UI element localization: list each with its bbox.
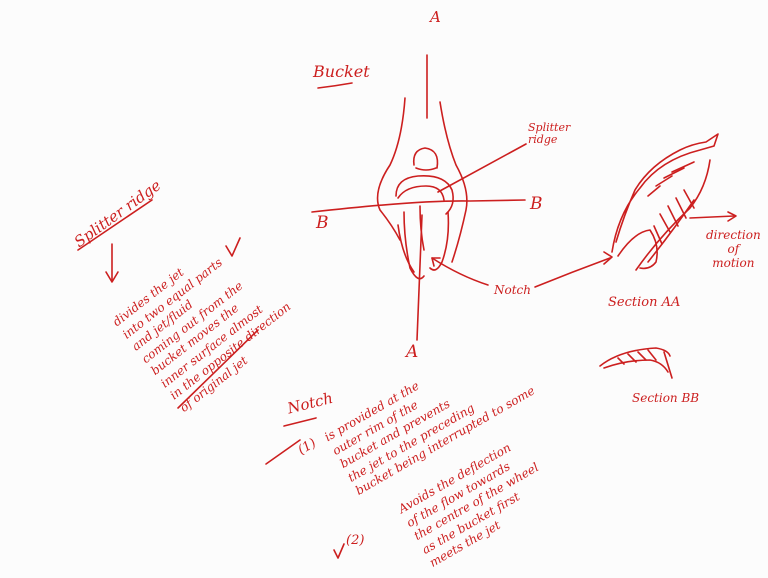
notch-note-item2-marker: (2) [346, 534, 364, 547]
notch-to-section-arrow [535, 258, 610, 287]
section-bb-label: Section BB [632, 392, 699, 404]
splitter-ridge-pointer-line-2: ridge [528, 134, 570, 146]
notch-underline [284, 418, 316, 426]
direction-label-line-2: of [706, 242, 761, 256]
direction-label-line-3: motion [706, 256, 761, 270]
bucket-drawing [378, 98, 467, 279]
heading-bucket: Bucket [313, 64, 370, 80]
axis-a-bottom-label: A [406, 344, 418, 361]
checkmark-icon-2 [334, 544, 344, 558]
heading-underline [318, 83, 352, 88]
axis-b-left-label: B [316, 215, 329, 232]
notch-long-line [266, 440, 300, 464]
axis-b-line [312, 200, 525, 212]
section-aa-label: Section AA [608, 296, 680, 309]
direction-of-motion-label: direction of motion [706, 228, 761, 270]
axis-a-top-label: A [430, 10, 441, 25]
notch-pointer-label: Notch [494, 284, 531, 296]
direction-label-line-1: direction [706, 228, 761, 242]
notch-pointer-arrow [432, 258, 488, 285]
splitter-ridge-pointer-label: Splitter ridge [528, 122, 570, 146]
axis-b-right-label: B [530, 196, 543, 213]
section-bb-drawing [600, 348, 672, 378]
